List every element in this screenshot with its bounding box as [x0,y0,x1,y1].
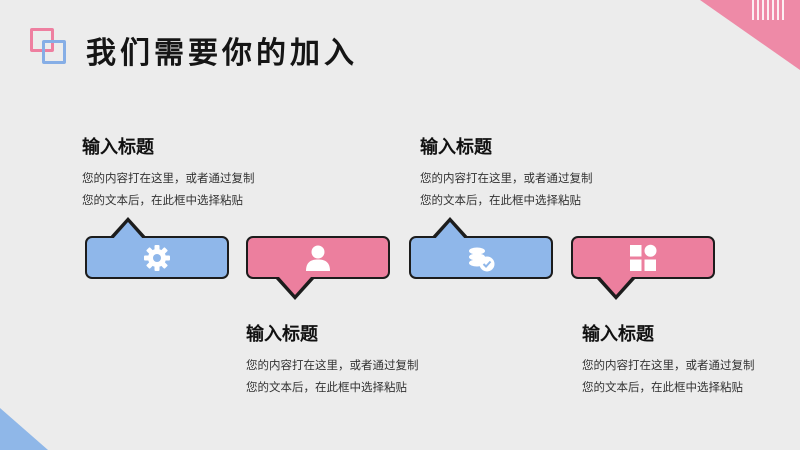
text-block-2: 输入标题 您的内容打在这里，或者通过复制 您的文本后，在此框中选择粘贴 [246,320,456,398]
text-block-3: 输入标题 您的内容打在这里，或者通过复制 您的文本后，在此框中选择粘贴 [420,133,630,211]
block-heading: 输入标题 [420,137,492,158]
page-title: 我们需要你的加入 [86,36,358,71]
step-bubble-1 [85,236,229,279]
block-heading: 输入标题 [82,137,154,158]
corner-stripes-decoration [752,0,786,20]
text-block-4: 输入标题 您的内容打在这里，或者通过复制 您的文本后，在此框中选择粘贴 [582,320,792,398]
grid-icon [630,244,657,271]
block-text-line: 您的文本后，在此框中选择粘贴 [246,380,407,394]
user-icon [306,245,330,271]
step-bubble-4 [571,236,715,279]
bubble-pointer-fill [112,222,144,240]
block-text-line: 您的内容打在这里，或者通过复制 [582,358,755,372]
logo-icon [30,28,70,68]
block-text-line: 您的内容打在这里，或者通过复制 [246,358,419,372]
block-text-line: 您的文本后，在此框中选择粘贴 [82,193,243,207]
step-bubble-3 [409,236,553,279]
block-text-line: 您的内容打在这里，或者通过复制 [420,171,593,185]
coins-icon [469,247,495,271]
corner-decoration-bottom-left [0,408,48,450]
block-text-line: 您的文本后，在此框中选择粘贴 [582,380,743,394]
logo-square-blue [42,40,66,64]
block-text-line: 您的内容打在这里，或者通过复制 [82,171,255,185]
bubble-pointer-fill [600,277,632,295]
gear-icon [144,244,170,271]
text-block-1: 输入标题 您的内容打在这里，或者通过复制 您的文本后，在此框中选择粘贴 [82,133,292,211]
bubble-pointer-fill [434,222,466,240]
step-bubble-2 [246,236,390,279]
block-text-line: 您的文本后，在此框中选择粘贴 [420,193,581,207]
block-heading: 输入标题 [582,324,654,345]
bubble-pointer-fill [279,277,311,295]
block-heading: 输入标题 [246,324,318,345]
